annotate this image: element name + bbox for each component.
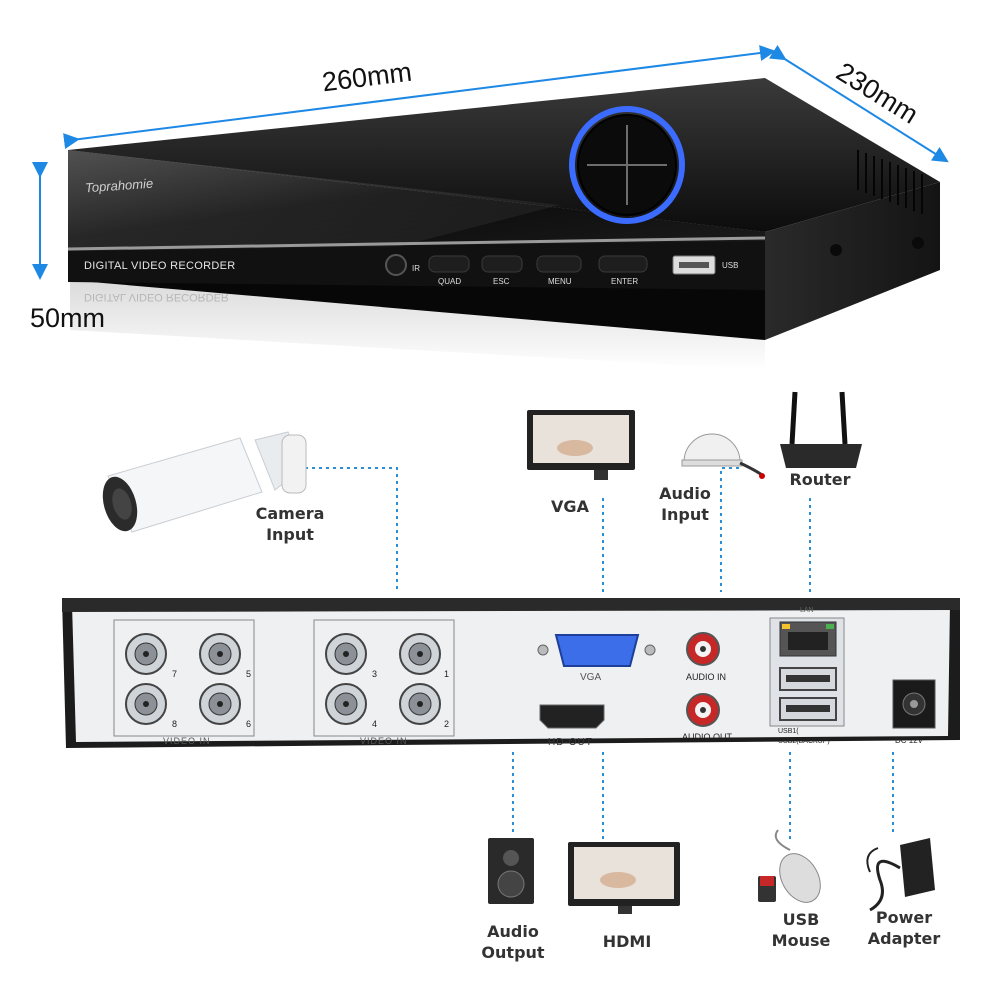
vga-port-label: VGA [580,672,602,683]
usb-mouse-icon [758,829,821,903]
channel-4: 4 [372,719,378,729]
dvr-side [765,182,940,340]
vga-monitor-icon [527,410,635,480]
dvr-trim [67,236,766,251]
ir-label: IR [412,264,420,273]
camera-illustration [102,431,307,533]
depth-arrow [768,44,949,163]
speaker-icon [488,838,534,904]
audio-in-label: AUDIO IN [686,672,727,682]
side-screw [912,237,924,249]
channel-3: 3 [372,669,378,679]
video-in-group-left [113,619,255,737]
lan-label: LAN [800,607,814,614]
channel-5: 5 [246,669,252,679]
esc-label: ESC [493,277,510,286]
audio-output-label: Audio Output [481,922,545,962]
enter-button [598,255,648,273]
vga-label: VGA [551,497,589,516]
camera-input-label: Camera Input [255,504,325,544]
microphone-icon [681,433,765,479]
esc-button [481,255,523,273]
dc-label: DC 12V [895,736,924,745]
connection-diagram [62,391,960,914]
channel-8: 8 [172,719,178,729]
usb1-label: USB1( [778,728,799,735]
vga-port [537,634,656,667]
quad-button [428,255,470,273]
height-label: 50mm [30,303,106,333]
side-screw [830,244,842,256]
menu-label: MENU [548,277,572,286]
ir-sensor [385,254,407,276]
power-adapter-icon [866,838,935,912]
power-adapter-label: Power Adapter [867,908,941,948]
enter-label: ENTER [611,277,639,286]
video-in-label-right: VIDEO IN [360,736,408,746]
router-icon [780,391,862,468]
audio-out-label: AUDIO OUT [682,732,733,742]
model-text-reflection: DIGITAL VIDEO RECORDER [84,291,229,303]
hdmi-port [539,704,605,729]
connector-lines [305,467,894,842]
usb2-label: USB2(BACKUP) [778,738,830,745]
hdmi-label: HDMI [602,932,652,951]
audio-in-port [686,632,720,666]
model-text: DIGITAL VIDEO RECORDER [84,260,236,272]
video-in-group-right [313,619,455,737]
hdmi-monitor-icon [568,842,680,914]
channel-1: 1 [444,669,450,679]
audio-input-label: Audio Input [659,484,711,524]
dvr-front-illustration [32,44,949,370]
router-label: Router [789,470,851,489]
usb-mouse-label: USB Mouse [771,910,831,950]
audio-out-port [686,693,720,727]
channel-2: 2 [444,719,450,729]
menu-button [536,255,582,273]
bnc-connectors [125,633,441,725]
hdout-label: HD-OUT [548,737,593,748]
dvr-back-panel [72,604,950,742]
width-arrow [63,45,776,149]
video-in-label-left: VIDEO IN [163,736,211,746]
usb-label: USB [722,261,739,270]
channel-6: 6 [246,719,252,729]
channel-7: 7 [172,669,178,679]
quad-label: QUAD [438,277,462,286]
